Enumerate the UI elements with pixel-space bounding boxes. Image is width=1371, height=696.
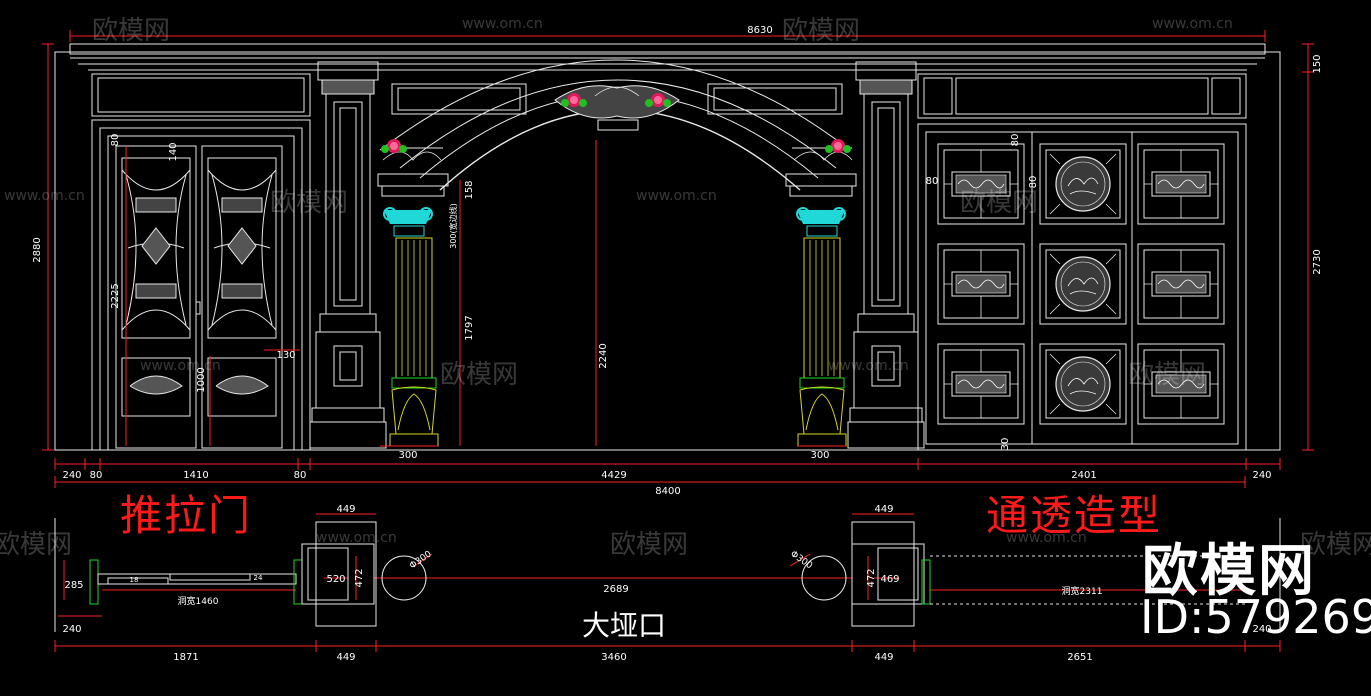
watermark-logo: 欧模网 xyxy=(0,530,73,560)
watermark-logo: 欧模网 xyxy=(610,530,689,560)
dimension-texts: 8630 150 2730 2880 2225 1000 80 140 130 … xyxy=(32,25,1323,663)
dim-b-240r: 240 xyxy=(1252,470,1271,481)
dim-p-472b: 472 xyxy=(866,568,877,587)
dim-p-520: 520 xyxy=(326,574,345,585)
watermark-url: www.om.cn xyxy=(316,530,397,546)
dim-door-handle: 130 xyxy=(276,350,295,361)
left-pilaster xyxy=(309,61,387,449)
dim-p-240: 240 xyxy=(62,624,81,635)
sliding-door-elevation xyxy=(91,73,311,451)
watermark-url: www.om.cn xyxy=(636,188,717,204)
dim-b-2401: 2401 xyxy=(1071,470,1096,481)
dim-right-height: 2730 xyxy=(1312,249,1323,274)
dim-bb-1871: 1871 xyxy=(173,652,198,663)
dim-b-4429: 4429 xyxy=(601,470,626,481)
brand-logo: 欧模网 xyxy=(1142,539,1316,604)
watermark-logo: 欧模网 xyxy=(270,188,349,218)
dim-p-449b: 449 xyxy=(874,504,893,515)
label-openwork-feature: 通透造型 xyxy=(986,491,1163,540)
dim-left-height: 2880 xyxy=(32,237,43,262)
dim-right-gap-b: 80 xyxy=(926,176,939,187)
dim-b-8400: 8400 xyxy=(655,486,680,497)
watermark-url: www.om.cn xyxy=(828,358,909,374)
label-sliding-door: 推拉门 xyxy=(120,491,253,540)
dim-door-top-panel: 140 xyxy=(168,142,179,161)
watermark-logo: 欧模网 xyxy=(960,188,1039,218)
watermark-logo: 欧模网 xyxy=(1128,360,1207,390)
dim-b-80a: 80 xyxy=(90,470,103,481)
dim-arch-open: 2240 xyxy=(598,343,609,368)
dim-door-lower: 1000 xyxy=(196,367,207,392)
dim-p-phi-right: Φ300 xyxy=(788,549,814,571)
arch xyxy=(377,59,857,197)
right-pilaster xyxy=(847,61,925,449)
dim-p-472a: 472 xyxy=(354,568,365,587)
watermark-logo: 欧模网 xyxy=(440,360,519,390)
dim-p-449a: 449 xyxy=(336,504,355,515)
dim-p-18: 18 xyxy=(130,576,139,584)
dim-arch-col: 1797 xyxy=(464,315,475,340)
dim-p-285: 285 xyxy=(64,580,83,591)
dim-col-right: 300 xyxy=(810,450,829,461)
dim-right-gap-a: 80 xyxy=(1010,134,1021,147)
openwork-wall xyxy=(917,73,1247,451)
watermark-logo: 欧模网 xyxy=(92,16,171,46)
dim-b-80b: 80 xyxy=(294,470,307,481)
left-column xyxy=(383,207,439,447)
dim-right-gap-d: 30 xyxy=(1000,438,1011,451)
dim-bb-240r: 240 xyxy=(1252,624,1271,635)
dim-col-left: 300 xyxy=(398,450,417,461)
dim-bb-3460: 3460 xyxy=(601,652,626,663)
dim-p-phi-left: Φ300 xyxy=(408,549,434,571)
dim-arch-label: 300(宽边线) xyxy=(448,203,458,249)
dim-door-height: 2225 xyxy=(110,283,121,308)
dim-b-1410: 1410 xyxy=(183,470,208,481)
dim-right-gap-c: 80 xyxy=(1028,176,1039,189)
dim-bb-2651: 2651 xyxy=(1067,652,1092,663)
dim-total-top: 8630 xyxy=(747,25,772,36)
watermark-logo: 欧模网 xyxy=(1300,530,1371,560)
dim-p-469: 469 xyxy=(880,574,899,585)
dim-b-240l: 240 xyxy=(62,470,81,481)
dim-top-band: 150 xyxy=(1312,54,1323,73)
right-column xyxy=(796,207,847,447)
watermark-logo: 欧模网 xyxy=(782,16,861,46)
dim-p-24: 24 xyxy=(254,574,263,582)
watermark-url: www.om.cn xyxy=(140,358,221,374)
watermark-url: www.om.cn xyxy=(1152,16,1233,32)
dim-bb-449b: 449 xyxy=(874,652,893,663)
watermark-url: www.om.cn xyxy=(462,16,543,32)
dim-door-top-gap: 80 xyxy=(110,134,121,147)
dim-bb-449a: 449 xyxy=(336,652,355,663)
label-big-arch: 大垭口 xyxy=(582,609,667,642)
dim-p-open-right: 洞宽2311 xyxy=(1062,585,1103,597)
watermark-url: www.om.cn xyxy=(1006,530,1087,546)
dimension-lines xyxy=(42,30,1314,652)
watermark-url: www.om.cn xyxy=(4,188,85,204)
dim-p-2689: 2689 xyxy=(603,584,628,595)
brand-id: ID:579269 xyxy=(1140,590,1371,644)
dim-p-open-left: 洞宽1460 xyxy=(178,595,219,607)
dim-arch-gap: 158 xyxy=(464,180,475,199)
plan-view xyxy=(54,518,1281,632)
